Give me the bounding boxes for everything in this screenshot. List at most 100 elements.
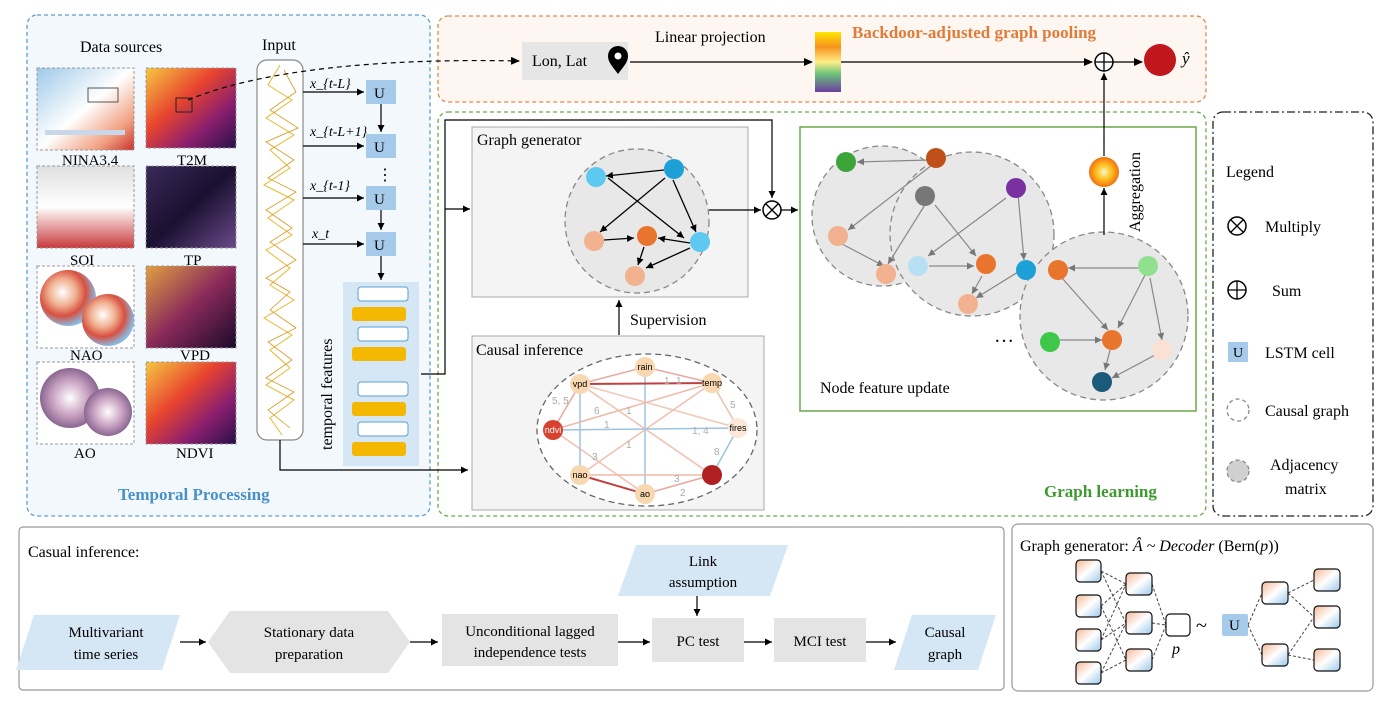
aggregation-label: Aggregation: [1127, 152, 1144, 232]
source-label: AO: [74, 446, 96, 462]
causal-graph-icon: [1226, 398, 1250, 422]
node: [1092, 372, 1112, 392]
lstm-label: U: [374, 86, 385, 102]
node: [958, 294, 978, 314]
causal-inference-label: Causal inference: [476, 342, 583, 359]
graph-node: [586, 167, 606, 187]
node: [1040, 332, 1060, 352]
input-x-label: x_t: [311, 227, 330, 242]
flow-step-unconditional: [442, 614, 618, 666]
input-x-label: x_{t-1}: [309, 179, 350, 194]
input-series-box: [256, 59, 304, 441]
lonlat-label: Lon, Lat: [532, 53, 588, 70]
node: [926, 148, 946, 168]
aggregation-node: [1089, 157, 1119, 187]
input-x-label: x_{t-L+1}: [309, 125, 368, 140]
encoder-tiles: [1075, 559, 1341, 685]
svg-text:temp: temp: [702, 378, 722, 388]
svg-text:5: 5: [730, 400, 736, 411]
tilde-label: ~: [1196, 615, 1207, 637]
decoder-u-label: U: [1229, 618, 1240, 634]
node: [1016, 260, 1036, 280]
flow-step-link-assumption: [618, 545, 788, 596]
input-x-label: x_{t-L}: [309, 77, 351, 92]
source-label: NAO: [70, 348, 103, 364]
pooling-panel: Backdoor-adjusted graph pooling Lon, Lat…: [437, 15, 1207, 103]
layer-ellipsis: …: [994, 325, 1014, 347]
lstm-cell: [366, 232, 396, 256]
graph-learning-panel: Graph learning Graph generator Supervisi…: [279, 73, 1207, 517]
flow-step-pc-test: [652, 618, 744, 662]
multiply-icon: [1227, 216, 1247, 236]
flow-step-mci-test: [774, 618, 866, 662]
graph-node: [690, 232, 710, 252]
feature-cylinders: [352, 286, 409, 456]
source-label: NDVI: [176, 446, 214, 462]
temporal-features-label: temporal features: [319, 339, 336, 451]
temporal-panel: Data sources Input NINA3.4 T2M SOI TP NA…: [26, 14, 431, 517]
node: [1006, 178, 1026, 198]
causal-nodes: rain vpd temp ndvi fires nao ao t2m: [543, 357, 748, 504]
svg-text:3: 3: [592, 452, 598, 463]
flow-step-causal-graph: [894, 615, 996, 670]
encoder-edges: [1100, 570, 1315, 674]
svg-text:3: 3: [674, 474, 680, 485]
legend-title: Legend: [1226, 164, 1274, 181]
node: [876, 264, 896, 284]
legend-item-label: Sum: [1272, 283, 1302, 300]
lstm-label: U: [374, 238, 385, 254]
node: [1138, 256, 1158, 276]
node: [836, 152, 856, 172]
lstm-cell: [366, 134, 396, 158]
legend-item-label: Multiply: [1265, 219, 1321, 236]
svg-text:1: 1: [626, 406, 632, 417]
node: [915, 186, 935, 206]
flow-step-stationary: [208, 611, 410, 673]
causal-flow-panel: Casual inference: Multivariant time seri…: [16, 526, 1005, 691]
svg-text:t2m: t2m: [704, 470, 719, 480]
lstm-cell: [366, 186, 396, 210]
svg-text:independence tests: independence tests: [474, 645, 587, 661]
linear-projection-label: Linear projection: [655, 29, 766, 46]
node: [828, 226, 848, 246]
lstm-ellipsis: ⋮: [377, 167, 393, 184]
svg-text:assumption: assumption: [669, 575, 738, 591]
svg-text:graph: graph: [928, 647, 963, 663]
svg-text:U: U: [1233, 346, 1243, 361]
svg-text:1: 1: [626, 440, 632, 451]
svg-text:ndvi: ndvi: [545, 425, 562, 435]
svg-text:1: 1: [676, 376, 682, 387]
layer-edges: [839, 158, 1165, 379]
legend-item-label: Adjacency: [1270, 457, 1338, 474]
svg-text:MCI test: MCI test: [794, 634, 848, 650]
features-to-multiply: [444, 119, 776, 209]
svg-text:Link: Link: [689, 554, 718, 570]
svg-text:Stationary data: Stationary data: [264, 625, 355, 641]
input-label: Input: [262, 37, 296, 54]
node-feature-update-label: Node feature update: [820, 380, 950, 397]
graph-node: [625, 266, 645, 286]
flow-step-multivariant: [16, 615, 180, 670]
svg-text:6: 6: [594, 406, 600, 417]
lstm-cell: [366, 80, 396, 104]
node: [976, 254, 996, 274]
node: [1152, 340, 1172, 360]
causal-flow-title: Casual inference:: [28, 544, 140, 561]
svg-text:1, 4: 1, 4: [692, 426, 709, 437]
source-label: VPD: [180, 348, 210, 364]
graph-node: [664, 159, 684, 179]
node: [908, 256, 928, 276]
legend-panel: Legend Multiply Sum U LSTM cell Causal g…: [1212, 111, 1374, 517]
pooling-title: Backdoor-adjusted graph pooling: [852, 23, 1097, 42]
source-label: NINA3.4: [62, 153, 119, 169]
node: [1048, 260, 1068, 280]
location-pin-icon: [608, 46, 628, 74]
features-to-generator: [421, 205, 470, 375]
source-thumbnails: [36, 67, 237, 445]
source-label: TP: [184, 253, 202, 269]
graph-node: [637, 226, 657, 246]
lstm-cell-icon: [1228, 342, 1248, 362]
location-link: [187, 56, 520, 101]
svg-text:PC test: PC test: [677, 634, 721, 650]
svg-text:nao: nao: [572, 470, 587, 480]
